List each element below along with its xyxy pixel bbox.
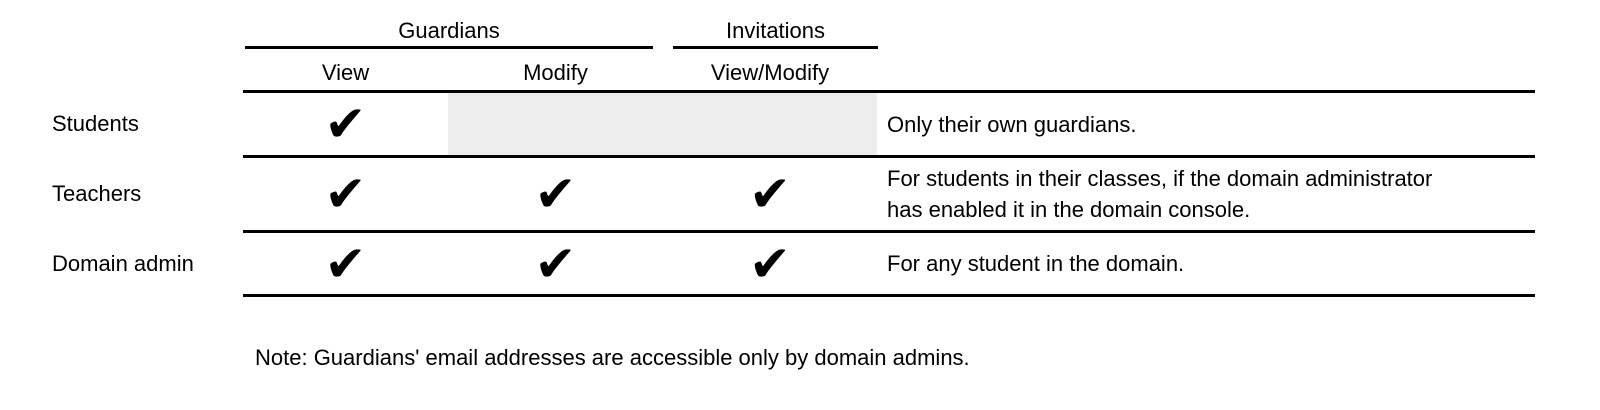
- note-students: Only their own guardians.: [887, 111, 1137, 137]
- check-icon: ✔: [749, 234, 791, 293]
- check-icon: ✔: [324, 165, 367, 223]
- students-row-rule: [243, 155, 1535, 158]
- guardians-underline: [245, 46, 653, 49]
- column-header-modify: Modify: [523, 60, 588, 85]
- teachers-row-rule: [243, 230, 1535, 233]
- row-label-domain-admin: Domain admin: [52, 250, 194, 276]
- check-icon: ✔: [534, 234, 577, 293]
- column-header-view-modify: View/Modify: [710, 60, 830, 85]
- note-teachers: For students in their classes, if the do…: [887, 166, 1433, 222]
- group-header-invitations: Invitations: [725, 18, 826, 43]
- row-label-students: Students: [52, 111, 139, 136]
- group-header-guardians: Guardians: [398, 18, 500, 43]
- header-separator-rule: [243, 90, 1535, 93]
- check-icon: ✔: [749, 165, 791, 223]
- check-icon: ✔: [534, 165, 577, 223]
- check-icon: ✔: [324, 95, 367, 153]
- students-shaded-cells: [448, 93, 877, 155]
- column-header-view: View: [321, 60, 370, 85]
- invitations-underline: [673, 46, 878, 49]
- check-icon: ✔: [324, 234, 367, 293]
- row-label-teachers: Teachers: [52, 181, 142, 206]
- note-domain-admin: For any student in the domain.: [887, 251, 1185, 276]
- table-bottom-rule: [243, 294, 1535, 297]
- footnote: Note: Guardians' email addresses are acc…: [255, 345, 970, 370]
